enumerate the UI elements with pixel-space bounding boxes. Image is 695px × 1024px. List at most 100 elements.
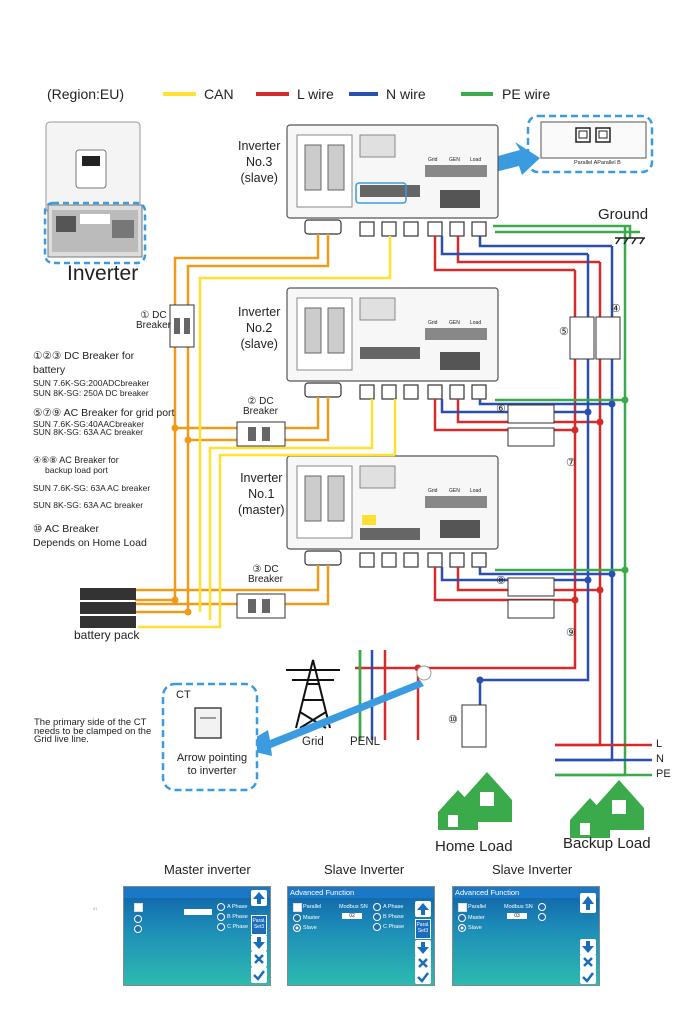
ct-clamp-marker bbox=[416, 665, 432, 681]
legend-can: CAN bbox=[204, 86, 234, 102]
backup-load-icon bbox=[570, 780, 644, 838]
master-radio[interactable] bbox=[458, 914, 466, 922]
cancel-button[interactable] bbox=[415, 955, 431, 971]
parallel-port-callout bbox=[526, 114, 654, 174]
phase-b-radio[interactable] bbox=[373, 913, 381, 921]
terminal-load-3: Load bbox=[470, 157, 482, 163]
home-breaker-note: ⑩ AC Breaker Depends on Home Load bbox=[33, 523, 147, 549]
slave-radio[interactable] bbox=[293, 924, 301, 932]
inverter-photo bbox=[43, 121, 147, 265]
phase-a-label: A Phase bbox=[227, 904, 248, 910]
battery-pack-label: battery pack bbox=[74, 628, 140, 642]
screen-caption-slave-1: Slave Inverter bbox=[324, 862, 405, 877]
grid-label: Grid bbox=[302, 736, 324, 748]
inverter-box-1 bbox=[286, 455, 499, 550]
parallel-checkbox[interactable] bbox=[293, 903, 302, 912]
dc-breaker-3 bbox=[236, 593, 286, 619]
terminal-load-1: Load bbox=[470, 488, 482, 494]
slave-settings-screen-1: Advanced Function Parallel Modbus SN Mas… bbox=[287, 886, 435, 986]
output-pe-label: PE bbox=[656, 768, 671, 780]
parallel-label: Parallel bbox=[303, 904, 322, 910]
screen-caption-slave-2: Slave Inverter bbox=[492, 862, 573, 877]
master-radio[interactable] bbox=[134, 915, 142, 923]
phase-a-radio[interactable] bbox=[538, 903, 546, 911]
breaker-num-9: ⑨ bbox=[566, 627, 576, 639]
phase-b-label: B Phase bbox=[227, 914, 248, 920]
modbus-sn-input[interactable]: 03 bbox=[507, 913, 527, 919]
legend-n-wire: N wire bbox=[386, 86, 426, 102]
phase-c-label: C Phase bbox=[383, 924, 405, 930]
battery-pack bbox=[80, 588, 136, 628]
up-arrow-button[interactable] bbox=[580, 893, 596, 913]
legend-pe-wire: PE wire bbox=[502, 86, 551, 102]
slave-radio[interactable] bbox=[134, 925, 142, 933]
terminal-grid-3: Grid bbox=[428, 157, 438, 163]
down-arrow-button[interactable] bbox=[415, 940, 431, 956]
slave-label: Slave bbox=[303, 925, 317, 931]
region-label: (Region:EU) bbox=[47, 86, 125, 102]
master-settings-screen: A Phase B Phase C Phase Paral. Set3 bbox=[123, 886, 271, 986]
ac-breaker-grid-note: ⑤⑦⑨ AC Breaker for grid port SUN 7.6K-SG… bbox=[33, 407, 175, 437]
ct-callout bbox=[161, 682, 259, 792]
inverter-box-3 bbox=[286, 124, 499, 219]
confirm-button[interactable] bbox=[580, 969, 596, 984]
phase-c-radio[interactable] bbox=[373, 923, 381, 931]
phase-b-radio[interactable] bbox=[217, 913, 225, 921]
master-label: Master bbox=[303, 915, 320, 921]
dc-breaker-note: ①②③ DC Breaker for battery SUN 7.6K-SG:2… bbox=[33, 350, 150, 398]
parallel-set-button[interactable]: Paral. Set3 bbox=[251, 915, 267, 935]
screen-caption-master: Master inverter bbox=[164, 862, 251, 877]
terminal-grid-1: Grid bbox=[428, 488, 438, 494]
ct-arrow bbox=[238, 680, 424, 756]
confirm-button[interactable] bbox=[415, 969, 431, 984]
junction-dots bbox=[171, 396, 629, 684]
cancel-button[interactable] bbox=[251, 951, 267, 967]
stray-number: 01 bbox=[93, 906, 98, 911]
ct-label: CT bbox=[176, 689, 191, 701]
inverter-photo-label: Inverter bbox=[67, 262, 139, 285]
screen-title bbox=[124, 887, 270, 898]
screen-title: Advanced Function bbox=[453, 887, 599, 898]
cancel-button[interactable] bbox=[580, 954, 596, 970]
breaker-num-8: ⑧ bbox=[496, 575, 506, 587]
modbus-sn-input[interactable] bbox=[184, 909, 212, 915]
parallel-checkbox[interactable] bbox=[134, 903, 143, 912]
down-arrow-button[interactable] bbox=[251, 935, 267, 951]
cable-glands bbox=[304, 219, 487, 568]
ac-breaker-load-note: ④⑥⑧ AC Breaker for backup load port SUN … bbox=[33, 455, 151, 510]
slave-radio[interactable] bbox=[458, 924, 466, 932]
up-arrow-button[interactable] bbox=[251, 890, 267, 906]
phase-b-radio[interactable] bbox=[538, 913, 546, 921]
down-arrow-button[interactable] bbox=[580, 939, 596, 955]
modbus-sn-label: Modbus SN bbox=[339, 904, 368, 910]
slave-settings-screen-2: Advanced Function Parallel Modbus SN Mas… bbox=[452, 886, 600, 986]
terminal-gen-2: GEN bbox=[449, 320, 460, 326]
breaker-num-7: ⑦ bbox=[566, 457, 576, 469]
phase-c-radio[interactable] bbox=[217, 923, 225, 931]
modbus-sn-input[interactable]: 02 bbox=[342, 913, 362, 919]
phase-a-radio[interactable] bbox=[373, 903, 381, 911]
output-lines bbox=[555, 743, 652, 777]
grid-tower-icon bbox=[286, 659, 340, 729]
backup-load-label: Backup Load bbox=[563, 835, 651, 852]
home-load-label: Home Load bbox=[435, 838, 513, 855]
parallel-checkbox[interactable] bbox=[458, 903, 467, 912]
home-load-icon bbox=[438, 772, 512, 830]
master-radio[interactable] bbox=[293, 914, 301, 922]
parallel-label: Parallel bbox=[468, 904, 487, 910]
phase-a-radio[interactable] bbox=[217, 903, 225, 911]
breaker-num-5: ⑤ bbox=[559, 326, 569, 338]
parallel-set-button[interactable]: Paral. Set3 bbox=[415, 919, 431, 939]
terminal-grid-2: Grid bbox=[428, 320, 438, 326]
breaker-num-6: ⑥ bbox=[496, 403, 506, 415]
confirm-button[interactable] bbox=[251, 967, 267, 983]
up-arrow-button[interactable] bbox=[415, 901, 431, 917]
terminal-load-2: Load bbox=[470, 320, 482, 326]
ac-breakers bbox=[461, 316, 621, 748]
